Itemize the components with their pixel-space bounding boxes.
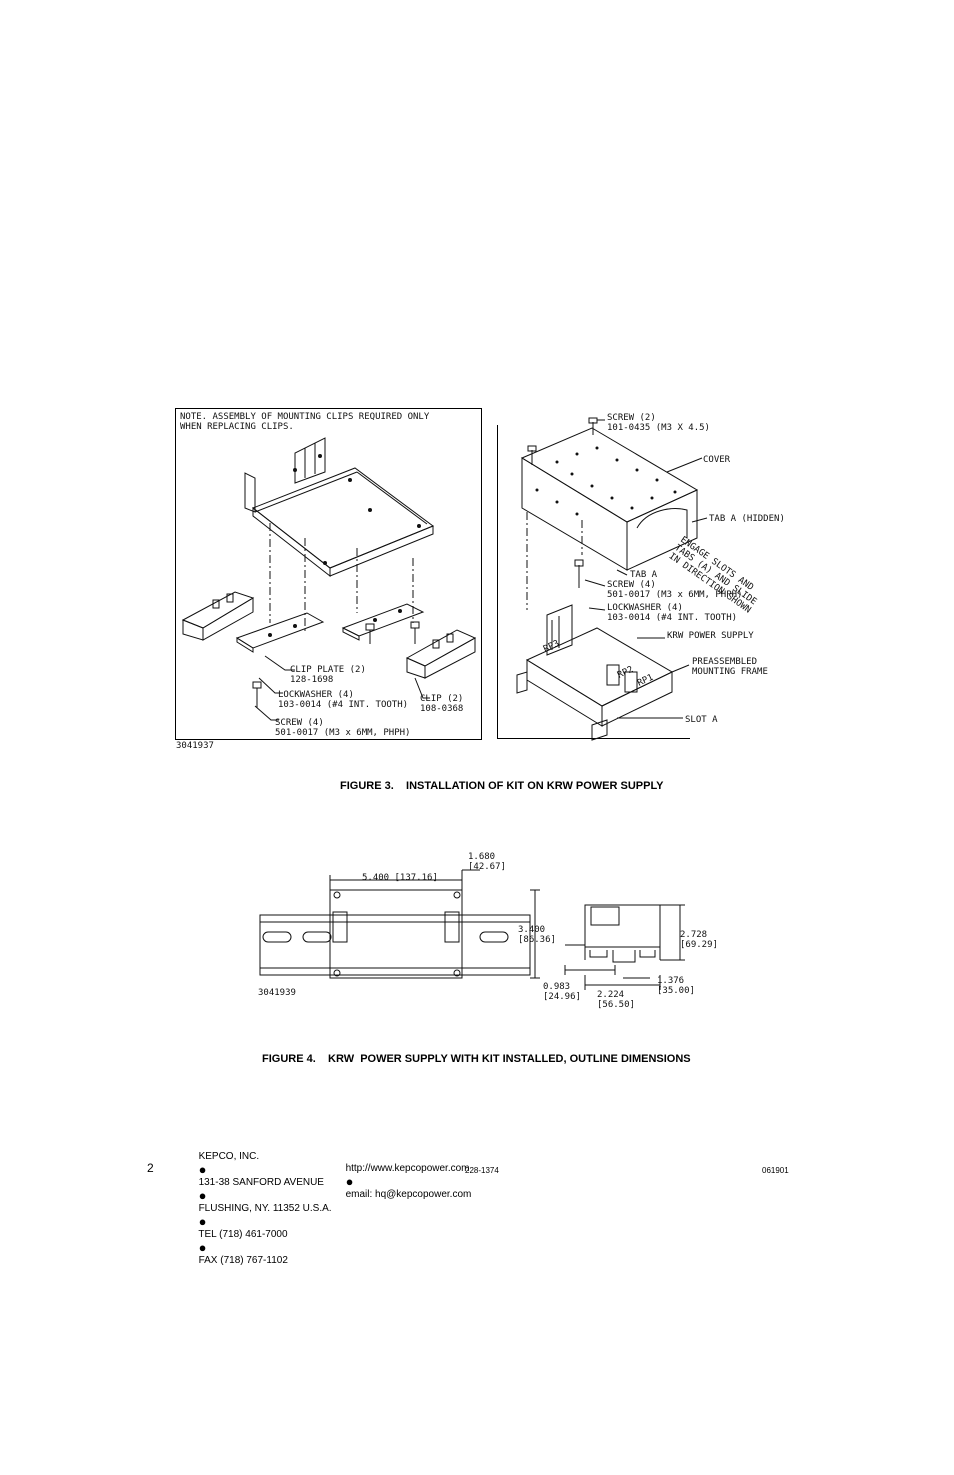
dim-2224: 2.224 [56.50] bbox=[597, 990, 635, 1010]
label-clip: CLIP (2) 108-0368 bbox=[420, 694, 464, 714]
dim-2728: 2.728 [69.29] bbox=[680, 930, 718, 950]
label-preassembled: PREASSEMBLED MOUNTING FRAME bbox=[692, 657, 768, 677]
label-tab-a: TAB A bbox=[630, 570, 658, 580]
bullet-icon: ● bbox=[198, 1214, 207, 1229]
dim-3400: 3.400 [86.36] bbox=[518, 925, 556, 945]
label-tab-a-hidden: TAB A (HIDDEN) bbox=[709, 514, 785, 524]
label-cover: COVER bbox=[703, 455, 731, 465]
dim-0983: 0.983 [24.96] bbox=[543, 982, 581, 1002]
footer-tel: TEL (718) 461-7000 bbox=[198, 1229, 288, 1240]
label-screw-left: SCREW (4) 501-0017 (M3 x 6MM, PHPH) bbox=[275, 718, 411, 738]
dim-5400: 5.400 [137.16] bbox=[362, 873, 438, 883]
label-lockwasher-right: LOCKWASHER (4) 103-0014 (#4 INT. TOOTH) bbox=[607, 603, 738, 623]
dim-1376: 1.376 [35.00] bbox=[657, 976, 695, 996]
label-clip-plate: CLIP PLATE (2) 128-1698 bbox=[290, 665, 366, 685]
footer-email[interactable]: email: hq@kepcopower.com bbox=[345, 1189, 472, 1200]
footer-fax: FAX (718) 767-1102 bbox=[198, 1255, 288, 1266]
figure3-note: NOTE. ASSEMBLY OF MOUNTING CLIPS REQUIRE… bbox=[180, 412, 430, 432]
footer-web[interactable]: http://www.kepcopower.com bbox=[345, 1163, 470, 1174]
figure3-right-panel bbox=[497, 425, 690, 739]
figure3-right-drawing: RP3 RP2 RP1 bbox=[497, 410, 697, 740]
figure3-drawing-number: 3041937 bbox=[176, 741, 214, 751]
label-rp3: RP3 bbox=[542, 639, 561, 655]
footer-line1: KEPCO, INC. ● 131-38 SANFORD AVENUE ● FL… bbox=[193, 1140, 332, 1266]
figure3-left-panel bbox=[175, 408, 482, 740]
label-rp1: RP1 bbox=[636, 673, 655, 689]
figure4-drawing-number: 3041939 bbox=[258, 988, 296, 998]
label-lockwasher-left: LOCKWASHER (4) 103-0014 (#4 INT. TOOTH) bbox=[278, 690, 409, 710]
label-screw-mid: SCREW (4) 501-0017 (M3 x 6MM, PHPH) bbox=[607, 580, 743, 600]
footer-line2: http://www.kepcopower.com ● email: hq@ke… bbox=[340, 1152, 472, 1200]
bullet-icon: ● bbox=[198, 1240, 207, 1255]
figure3-left-drawing bbox=[175, 408, 480, 738]
footer-company: KEPCO, INC. bbox=[198, 1151, 260, 1162]
doc-number: 228-1374 bbox=[465, 1166, 499, 1175]
bullet-icon: ● bbox=[345, 1174, 354, 1189]
footer-city: FLUSHING, NY. 11352 U.S.A. bbox=[198, 1203, 332, 1214]
dim-1680: 1.680 [42.67] bbox=[468, 852, 506, 872]
bullet-icon: ● bbox=[198, 1162, 207, 1177]
bullet-icon: ● bbox=[198, 1188, 207, 1203]
figure3-caption: FIGURE 3. INSTALLATION OF KIT ON KRW POW… bbox=[340, 780, 664, 792]
label-krw-power-supply: KRW POWER SUPPLY bbox=[667, 631, 754, 641]
figure4-drawing bbox=[255, 850, 725, 1020]
footer-address: 131-38 SANFORD AVENUE bbox=[198, 1177, 324, 1188]
label-screw-top: SCREW (2) 101-0435 (M3 X 4.5) bbox=[607, 413, 710, 433]
date-code: 061901 bbox=[762, 1166, 789, 1175]
page-number: 2 bbox=[147, 1161, 154, 1175]
figure4-caption: FIGURE 4. KRW POWER SUPPLY WITH KIT INST… bbox=[262, 1053, 691, 1065]
label-slot-a: SLOT A bbox=[685, 715, 718, 725]
